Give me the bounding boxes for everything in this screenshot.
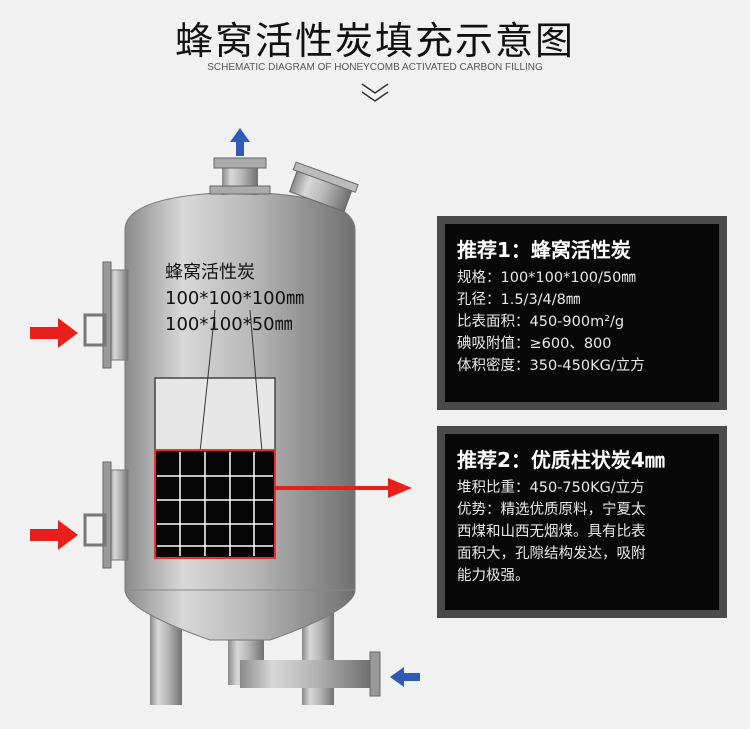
page-title: 蜂窝活性炭填充示意图 (174, 19, 575, 63)
page-subtitle: SCHEMATIC DIAGRAM OF HONEYCOMB ACTIVATED… (207, 62, 543, 73)
pointer-arrow-icon (275, 478, 412, 498)
inlet-nozzle-lower (83, 461, 129, 569)
box1-line: 比表面积：450-900m²/g (457, 314, 625, 330)
box2-line: 面积大，孔隙结构发达，吸附 (457, 546, 646, 562)
box1-line: 孔径：1.5/3/4/8㎜ (457, 292, 581, 308)
outlet-arrow-up-icon (230, 128, 250, 156)
inlet-arrow-right-icon (30, 318, 78, 348)
box1-heading: 推荐1：蜂窝活性炭 (457, 238, 631, 262)
inlet-arrow-left-icon (390, 667, 420, 687)
box1-line: 体积密度：350-450KG/立方 (457, 358, 645, 374)
tank-label-size-2: 100*100*50㎜ (165, 314, 293, 335)
recommendation-box-1: 推荐1：蜂窝活性炭 规格：100*100*100/50㎜ 孔径：1.5/3/4/… (437, 216, 727, 410)
manhole (288, 161, 359, 213)
box2-heading: 推荐2：优质柱状炭4㎜ (457, 448, 665, 472)
box2-line: 优势：精选优质原料，宁夏太 (457, 502, 646, 518)
honeycomb-carbon-grid (154, 449, 276, 559)
inlet-nozzle-upper (83, 261, 129, 369)
inlet-arrow-right-icon (30, 520, 78, 550)
box2-line: 西煤和山西无烟煤。具有比表 (457, 524, 646, 540)
box2-line: 能力极强。 (457, 568, 530, 584)
chevron-down-icon (361, 83, 389, 94)
recommendation-box-2: 推荐2：优质柱状炭4㎜ 堆积比重：450-750KG/立方 优势：精选优质原料，… (437, 426, 727, 618)
box2-line: 堆积比重：450-750KG/立方 (457, 480, 645, 496)
box1-line: 碘吸附值：≥600、800 (457, 336, 612, 352)
tank-label-name: 蜂窝活性炭 (165, 262, 255, 283)
tank-label-size-1: 100*100*100㎜ (165, 288, 305, 309)
box1-line: 规格：100*100*100/50㎜ (457, 270, 636, 286)
